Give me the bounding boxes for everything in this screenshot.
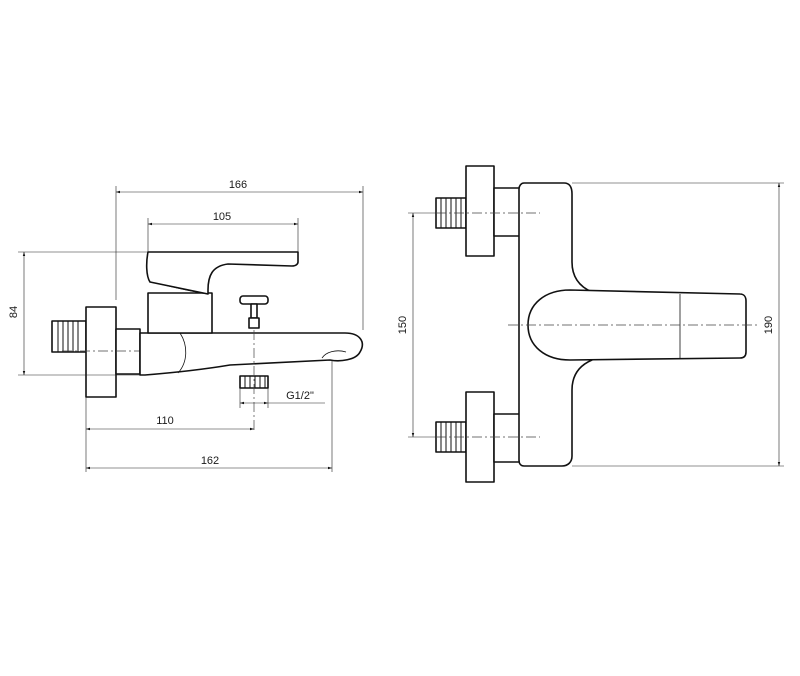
dim-height: 84 — [8, 251, 148, 376]
side-inlet-thread — [51, 320, 87, 353]
dim-lever-label: 105 — [213, 211, 231, 223]
dim-outlet-offset: 110 — [85, 397, 254, 472]
front-inlet-top — [435, 165, 521, 257]
dim-total-depth: 162 — [86, 360, 333, 472]
dim-outlet-thread: G1/2" — [239, 388, 325, 408]
dim-inlet-spacing: 150 — [397, 212, 436, 438]
dim-total-depth-label: 162 — [201, 455, 219, 467]
dim-outlet-thread-label: G1/2" — [286, 390, 314, 402]
side-view: 166 105 84 G1/2" 110 — [8, 179, 364, 472]
dim-body-height-label: 190 — [763, 316, 775, 334]
side-escutcheon — [85, 306, 117, 398]
dim-height-label: 84 — [8, 306, 20, 318]
side-connector — [115, 328, 141, 375]
dim-body-height: 190 — [572, 182, 784, 467]
side-outlet-thread — [239, 375, 269, 389]
side-diverter-knob — [239, 295, 269, 329]
dim-overall-width: 166 — [115, 179, 364, 330]
dim-outlet-offset-label: 110 — [156, 415, 174, 427]
front-view: 150 190 — [397, 165, 784, 483]
dim-lever: 105 — [147, 211, 299, 252]
side-cartridge — [147, 292, 213, 334]
side-lever-handle — [145, 251, 299, 295]
side-spout-body — [139, 332, 364, 376]
dim-overall-width-label: 166 — [229, 179, 247, 191]
dim-inlet-spacing-label: 150 — [397, 316, 409, 334]
